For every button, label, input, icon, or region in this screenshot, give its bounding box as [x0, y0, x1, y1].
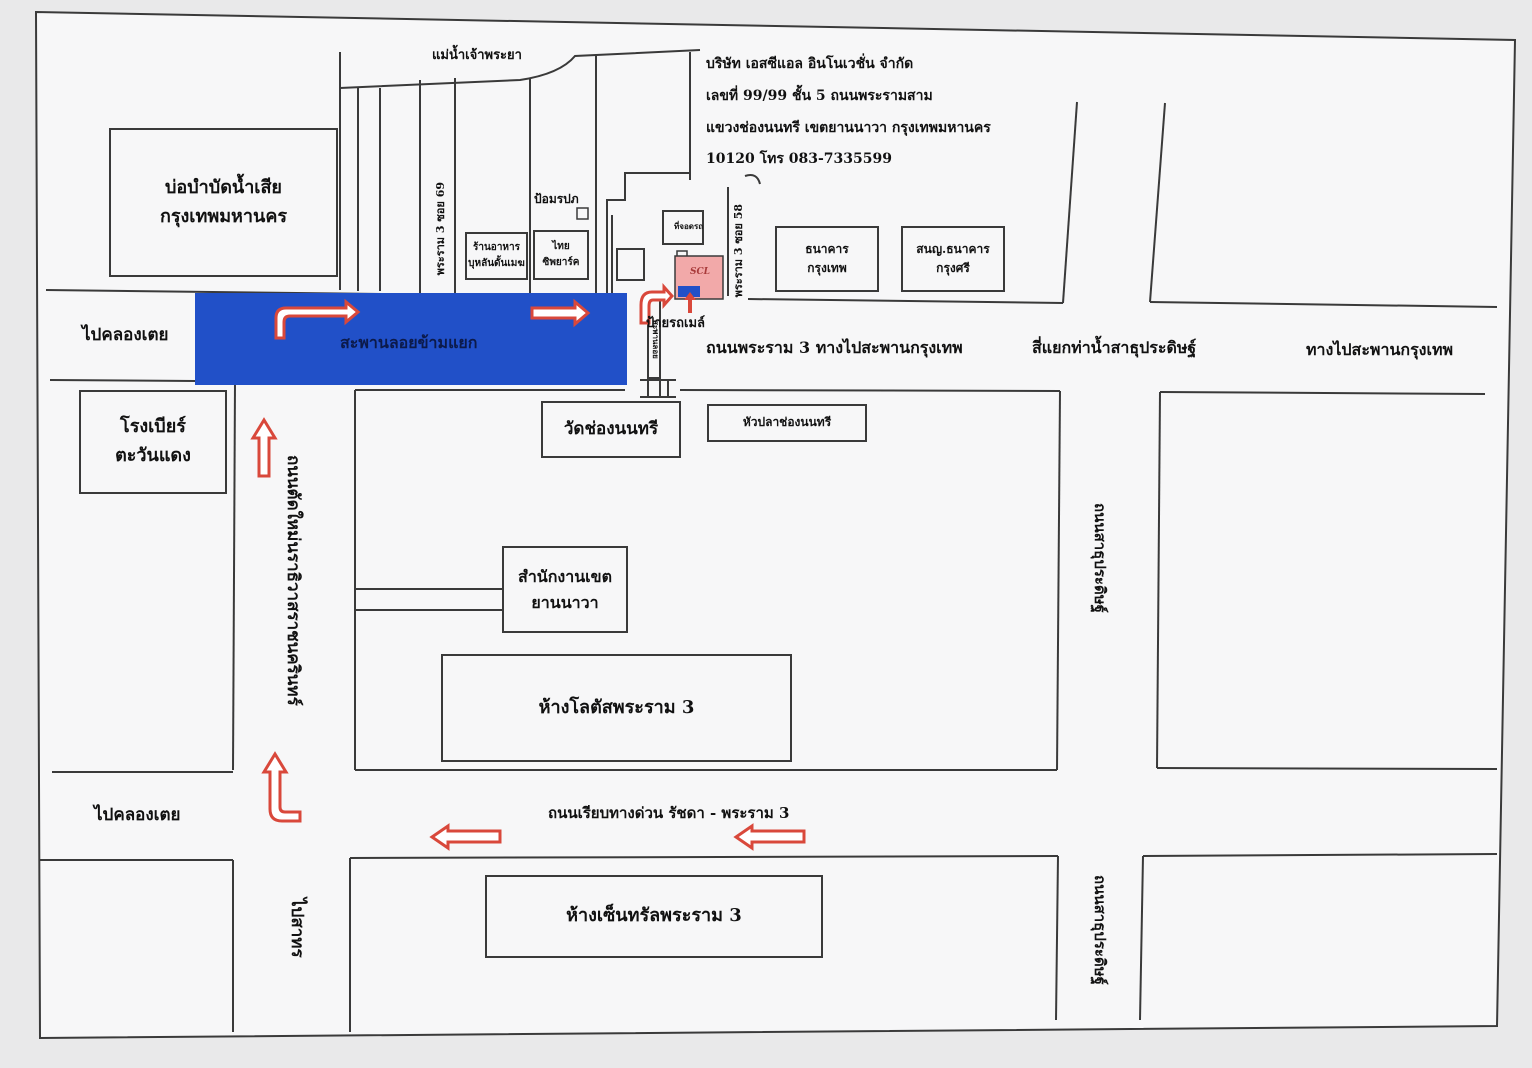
arrow-turn-up-icon — [261, 751, 302, 823]
restaurant-label-1: ร้านอาหาร — [472, 242, 521, 253]
police-box-icon — [576, 207, 589, 220]
wat-box: วัดช่องนนทรี — [541, 401, 681, 458]
wastewater-plant: บ่อบำบัดน้ำเสีย กรุงเทพมหานคร — [109, 128, 338, 277]
footbridge — [640, 295, 676, 398]
central-box: ห้างเซ็นทรัลพระราม 3 — [485, 875, 823, 958]
soi-58-label: พระราม 3 ซอย 58 — [732, 204, 745, 298]
to-krungthep-bridge-label: ทางไปสะพานกรุงเทพ — [1306, 340, 1454, 359]
bus-stop-label: ป้ายรถเมล์ — [646, 316, 706, 331]
arrow-up-icon — [684, 292, 696, 313]
arrow-turn-up-icon — [639, 283, 675, 325]
arrow-left-icon — [429, 823, 502, 851]
district-office-label-1: สำนักงานเขต — [518, 566, 612, 586]
thai-watsadu-label-2: ซิพยาร์ค — [542, 257, 580, 268]
rama3-road-label: ถนนพระราม 3 ทางไปสะพานกรุงเทพ — [706, 338, 963, 357]
company-name: บริษัท เอสซีแอล อินโนเวชั่น จำกัด — [706, 56, 914, 72]
brewery-label-2: ตะวันแดง — [115, 445, 191, 466]
arrow-up-icon — [250, 417, 278, 478]
parking-box — [662, 210, 704, 245]
krungsri-bank-label-1: สนญ.ธนาคาร — [916, 241, 990, 256]
narathiwat-road-label: ถนนตัดใหม่นราธิวาสราชนครินทร์ — [283, 455, 303, 706]
company-postcode-phone: 10120 โทร 083-7335599 — [706, 151, 892, 167]
arrow-left-icon — [733, 823, 806, 851]
police-box-label: ป้อมรปภ — [534, 192, 579, 206]
krungsri-bank-label-2: กรุงศรี — [936, 261, 970, 275]
company-address-1: เลขที่ 99/99 ชั้น 5 ถนนพระรามสาม — [706, 88, 933, 104]
lotus-box: ห้างโลตัสพระราม 3 — [441, 654, 792, 762]
central-label: ห้างเซ็นทรัลพระราม 3 — [566, 905, 742, 927]
expressway-road-label: ถนนเรียบทางด่วน รัชดา - พระราม 3 — [548, 804, 790, 822]
company-address-2: แขวงช่องนนทรี เขตยานนาวา กรุงเทพมหานคร — [706, 120, 991, 136]
brewery-label-1: โรงเบียร์ — [120, 416, 186, 438]
district-office-label-2: ยานนาวา — [531, 592, 599, 612]
parking-label: ที่จอดรถ — [674, 221, 704, 231]
brewery-box: โรงเบียร์ ตะวันแดง — [79, 390, 227, 494]
building-square — [616, 248, 645, 281]
bridge-label: สะพานลอยข้ามแยก — [340, 333, 478, 352]
scl-entrance — [678, 286, 700, 297]
bangkok-bank-label-2: กรุงเทพ — [807, 261, 847, 275]
wat-label: วัดช่องนนทรี — [563, 418, 659, 439]
to-sathorn-label: ไปสาทร — [287, 898, 307, 958]
thai-watsadu-label-1: ไทย — [552, 241, 570, 252]
district-office-box: สำนักงานเขต ยานนาวา — [502, 546, 628, 633]
fishhead-box: หัวปลาช่องนนทรี — [707, 404, 867, 442]
restaurant-box: ร้านอาหาร บุหลันดั้นเมฆ — [465, 232, 528, 280]
map-paper — [34, 10, 1517, 1040]
bangkok-bank-label-1: ธนาคาร — [805, 241, 849, 256]
footbridge-label: สะพานลอย — [651, 320, 661, 359]
to-khlong-toei-top: ไปคลองเตย — [82, 325, 169, 345]
river-label: แม่น้ำเจ้าพระยา — [432, 48, 522, 63]
wastewater-label-1: บ่อบำบัดน้ำเสีย — [165, 176, 282, 198]
sathupradit-road-label-2: ถนนสาธุประดิษฐ์ — [1091, 875, 1109, 985]
to-khlong-toei-bottom: ไปคลองเตย — [94, 805, 181, 825]
intersection-label: สี่แยกท่าน้ำสาธุประดิษฐ์ — [1032, 338, 1197, 357]
krungsri-bank-box: สนญ.ธนาคาร กรุงศรี — [901, 226, 1005, 292]
bangkok-bank-box: ธนาคาร กรุงเทพ — [775, 226, 879, 292]
fishhead-label: หัวปลาช่องนนทรี — [742, 415, 832, 430]
sathupradit-road-label-1: ถนนสาธุประดิษฐ์ — [1091, 503, 1109, 613]
arrow-turn-right-icon — [274, 298, 361, 340]
restaurant-label-2: บุหลันดั้นเมฆ — [468, 258, 525, 269]
thai-watsadu-box: ไทย ซิพยาร์ค — [533, 230, 589, 280]
wastewater-label-2: กรุงเทพมหานคร — [159, 205, 288, 227]
lotus-label: ห้างโลตัสพระราม 3 — [538, 696, 695, 718]
arrow-right-icon — [530, 298, 591, 328]
soi-69-label: พระราม 3 ซอย 69 — [434, 182, 447, 276]
route-arrows — [250, 283, 806, 851]
road-lines — [40, 49, 1498, 1032]
scl-label: SCL — [690, 267, 710, 277]
